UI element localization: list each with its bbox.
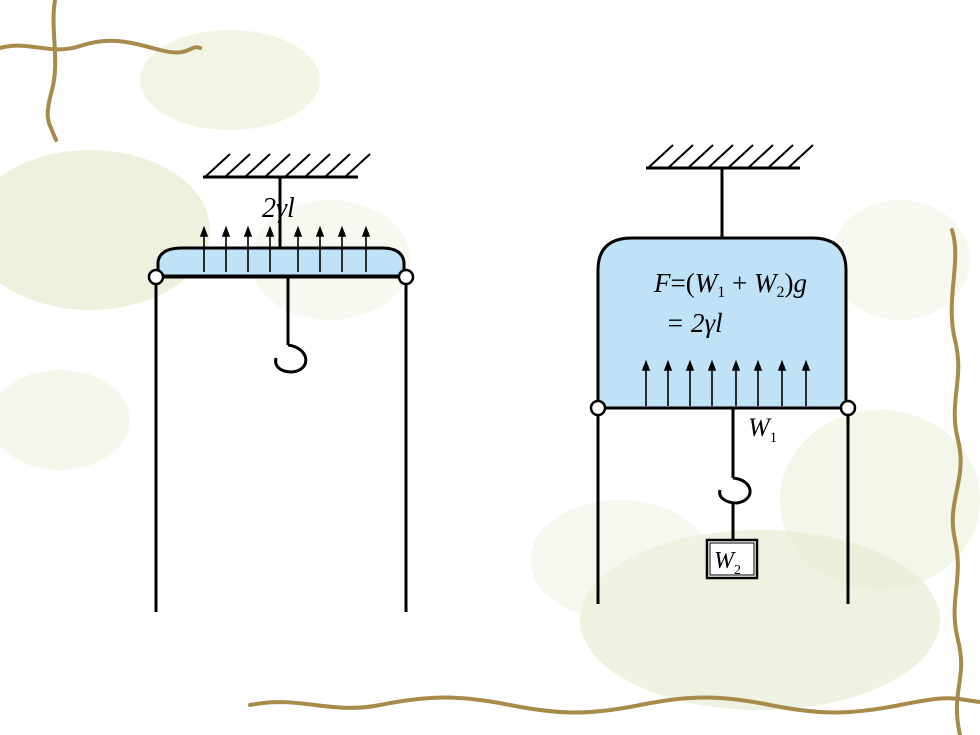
right-force-arrows <box>641 359 811 406</box>
right-apparatus: F=(W1 + W2)g = 2γl W1 W2 <box>589 144 857 604</box>
right-pivot-right <box>839 399 857 417</box>
left-apparatus: 2γl <box>147 153 415 612</box>
weight-box <box>705 538 759 580</box>
force-formula-line1: F=(W1 + W2)g <box>653 268 807 301</box>
w1-label: W1 <box>748 413 777 446</box>
right-pivot-left <box>589 399 607 417</box>
left-ceiling-hatch <box>204 153 371 178</box>
force-formula-line2: = 2γl <box>666 308 723 338</box>
left-force-arrows <box>199 225 371 272</box>
right-hook-icon <box>718 476 752 505</box>
left-pivot-left <box>147 268 165 286</box>
left-hook-icon <box>274 343 308 374</box>
w2-label: W2 <box>714 548 741 578</box>
left-pivot-right <box>397 268 415 286</box>
left-soap-film <box>156 246 406 278</box>
left-tension-label: 2γl <box>262 193 295 224</box>
right-ceiling-hatch <box>647 144 814 169</box>
